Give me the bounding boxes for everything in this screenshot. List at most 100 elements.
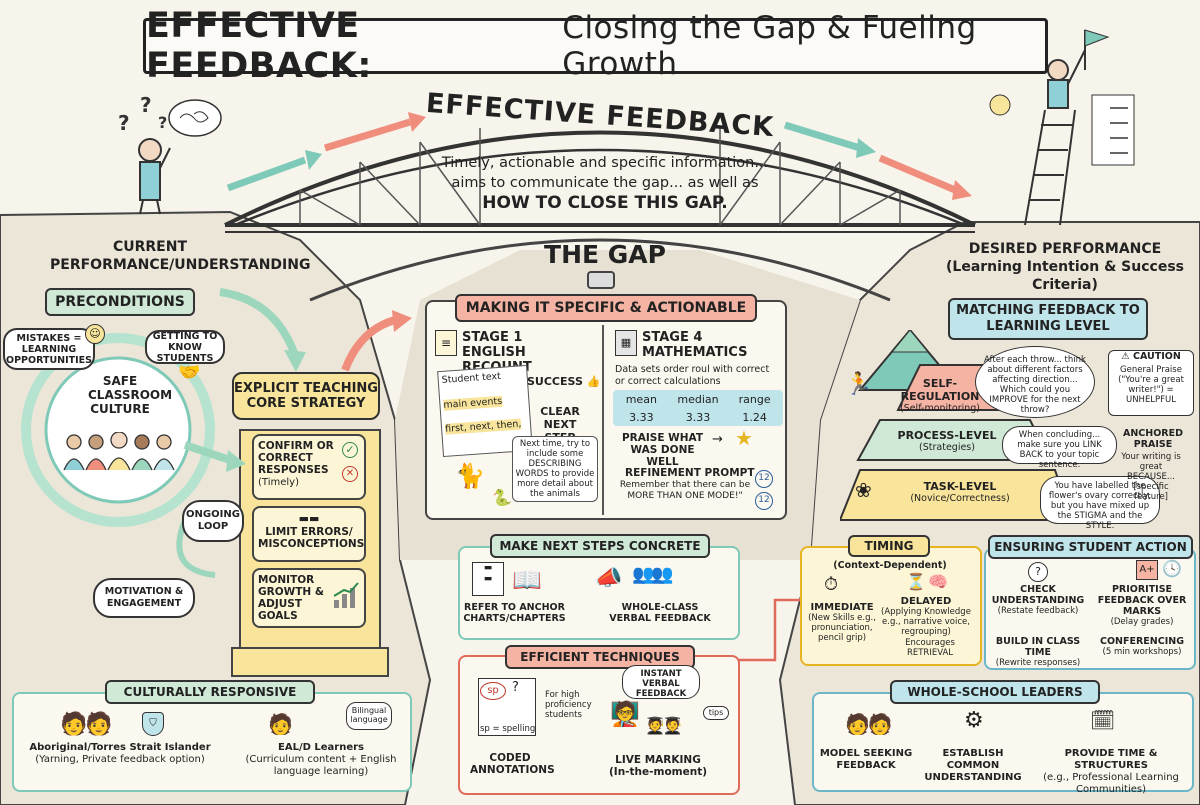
mistakes-bubble: MISTAKES = LEARNING OPPORTUNITIES xyxy=(3,328,95,370)
arrow-head xyxy=(226,450,246,472)
live-marking-label: LIVE MARKING (In-the-moment) xyxy=(598,754,718,778)
pyramid-apex xyxy=(890,330,930,353)
getting-to-know-bubble: GETTING TO KNOW STUDENTS xyxy=(145,330,225,364)
shield-icon: ⛉ xyxy=(142,712,164,736)
action-header: ENSURING STUDENT ACTION xyxy=(988,535,1193,559)
refinement-prompt: Remember that there can be MORE THAN ONE… xyxy=(619,480,751,501)
task-label: TASK-LEVEL xyxy=(923,480,997,493)
culture-ring xyxy=(21,333,215,527)
gear-handshake-icon: ⚙ xyxy=(964,708,984,733)
prioritise-sub: (Delay grades) xyxy=(1110,617,1174,627)
bridge-arch-top xyxy=(224,130,976,227)
limit-errors-card: ▬▬ LIMIT ERRORS/ MISCONCEPTIONS xyxy=(252,506,366,562)
confirm-label: CONFIRM OR CORRECT RESPONSES xyxy=(258,440,334,476)
instant-feedback-bubble: INSTANT VERBAL FEEDBACK xyxy=(622,665,700,699)
students-group-icon xyxy=(62,431,177,472)
check-icon: ✓ xyxy=(342,442,358,458)
checklist-lines xyxy=(1110,107,1128,154)
confirm-correct-card: CONFIRM OR CORRECT RESPONSES (Timely) ✓ … xyxy=(252,434,366,500)
stage4-label: STAGE 4 xyxy=(642,330,703,345)
delayed-label: DELAYED (Applying Knowledge e.g., narrat… xyxy=(872,596,980,637)
leaders-panel xyxy=(812,692,1194,792)
process-label: PROCESS-LEVEL xyxy=(897,429,997,442)
question-mark-icon: ? xyxy=(512,680,519,695)
stats-value: 3.33 xyxy=(685,410,711,424)
arrow-head xyxy=(392,310,412,332)
bridge-lower-arch xyxy=(309,238,891,302)
question-mark-icon: ? xyxy=(140,93,152,117)
question-mark-icon: ? xyxy=(118,111,130,135)
book-icon: 📖 xyxy=(512,566,542,594)
clock-icon: 🕓 xyxy=(1162,559,1182,578)
student-text-label: Student text xyxy=(441,370,502,386)
anchored-praise-label: ANCHORED PRAISE xyxy=(1123,428,1183,450)
abor-sub: (Yarning, Private feedback option) xyxy=(35,754,205,765)
arrow-pink-left xyxy=(323,118,412,152)
leaders-header: WHOLE-SCHOOL LEADERS xyxy=(890,680,1100,704)
timing-header: TIMING xyxy=(848,535,930,557)
ongoing-loop-bubble: ONGOING LOOP xyxy=(182,500,244,542)
stage4-title: STAGE 4 MATHEMATICS xyxy=(642,330,772,360)
handshake-icon: 🤝 xyxy=(178,362,201,383)
sequence-highlight: first, next, then, xyxy=(444,418,522,435)
process-bubble: When concluding... make sure you LINK BA… xyxy=(1002,426,1117,470)
caution-title: ⚠ CAUTION xyxy=(1109,351,1193,363)
sp-spelling: sp = spelling xyxy=(480,724,536,734)
bridge-arch-inner xyxy=(234,148,966,227)
arrow-teal-right xyxy=(783,121,862,152)
limit-label: LIMIT ERRORS/ MISCONCEPTIONS xyxy=(258,526,365,550)
monitor-growth-card: MONITOR GROWTH & ADJUST GOALS xyxy=(252,568,366,628)
build-text: BUILD IN CLASS TIME xyxy=(995,636,1081,658)
meeting-table-icon: 🗓 xyxy=(1090,708,1116,732)
bridge-truss xyxy=(299,128,901,226)
process-sub: (Strategies) xyxy=(919,442,975,453)
self-regulation-label: SELF-REGULATION (Self-monitoring) xyxy=(896,377,984,415)
encourages-retrieval: Encourages RETRIEVAL xyxy=(905,638,955,658)
arrow-green xyxy=(219,288,299,357)
yarning-people-icon: 🧑🧑 xyxy=(60,712,113,737)
arrow-teal-left xyxy=(226,156,307,192)
timing-sub: (Context-Dependent) xyxy=(833,560,947,571)
abor-text: Aboriginal/Torres Strait Islander xyxy=(29,742,211,753)
motivation-bubble: MOTIVATION & ENGAGEMENT xyxy=(93,578,195,618)
specific-actionable-header: MAKING IT SPECIFIC & ACTIONABLE xyxy=(455,294,757,322)
provide-label: PROVIDE TIME & STRUCTURES (e.g., Profess… xyxy=(1030,748,1192,796)
aboriginal-label: Aboriginal/Torres Strait Islander (Yarni… xyxy=(20,742,220,766)
arrow-pink-right xyxy=(878,154,957,194)
main-events-highlight: main events xyxy=(443,395,503,411)
process-level-label: PROCESS-LEVEL (Strategies) xyxy=(892,429,1002,454)
desired-performance-label: DESIRED PERFORMANCE (Learning Intention … xyxy=(935,240,1195,294)
scribble-icon xyxy=(179,111,209,123)
stats-header: mean xyxy=(625,392,657,406)
provide-text: PROVIDE TIME & STRUCTURES xyxy=(1064,748,1158,771)
megaphone-icon: 📣 xyxy=(595,566,623,591)
tips-bubble: tips xyxy=(703,706,729,720)
pillar-base xyxy=(231,647,389,677)
arrow-head xyxy=(856,138,876,158)
conferencing-label: CONFERENCING (5 min workshops) xyxy=(1090,636,1194,659)
thrower-icon: 🏃 xyxy=(845,372,873,397)
build-time-label: BUILD IN CLASS TIME (Rewrite responses) xyxy=(990,636,1086,670)
stats-value: 1.24 xyxy=(742,410,767,424)
arrow-head xyxy=(408,112,426,132)
stage4-desc: Data sets order roul with correct or cor… xyxy=(615,364,770,387)
concrete-header: MAKE NEXT STEPS CONCRETE xyxy=(490,534,710,558)
divider xyxy=(602,325,604,515)
flag-icon xyxy=(1084,29,1110,47)
timing-panel xyxy=(800,546,982,666)
arrow-head xyxy=(305,150,322,170)
refinement-title: REFINEMENT PROMPT xyxy=(625,467,755,479)
bilingual-bubble: Bilingual language xyxy=(346,702,392,730)
success-text: SUCCESS xyxy=(527,375,583,388)
immediate-label: IMMEDIATE (New Skills e.g., pronunciatio… xyxy=(802,602,882,643)
self-regulation-bubble: After each throw... think about differen… xyxy=(975,346,1095,418)
label-line: CURRENT xyxy=(112,239,188,255)
number-badge: 12 xyxy=(755,492,773,510)
caution-card: ⚠ CAUTION General Praise ("You're a grea… xyxy=(1108,350,1194,416)
conf-text: CONFERENCING xyxy=(1100,636,1184,647)
self-label: SELF-REGULATION xyxy=(900,377,980,403)
students-desks-icon: 🧑‍🎓🧑‍🎓 xyxy=(645,716,683,735)
bridge-line: Timely, actionable and specific informat… xyxy=(441,155,769,171)
barrier-icon: ▬▬ xyxy=(298,512,320,525)
model-seeking-label: MODEL SEEKING FEEDBACK xyxy=(819,748,913,771)
